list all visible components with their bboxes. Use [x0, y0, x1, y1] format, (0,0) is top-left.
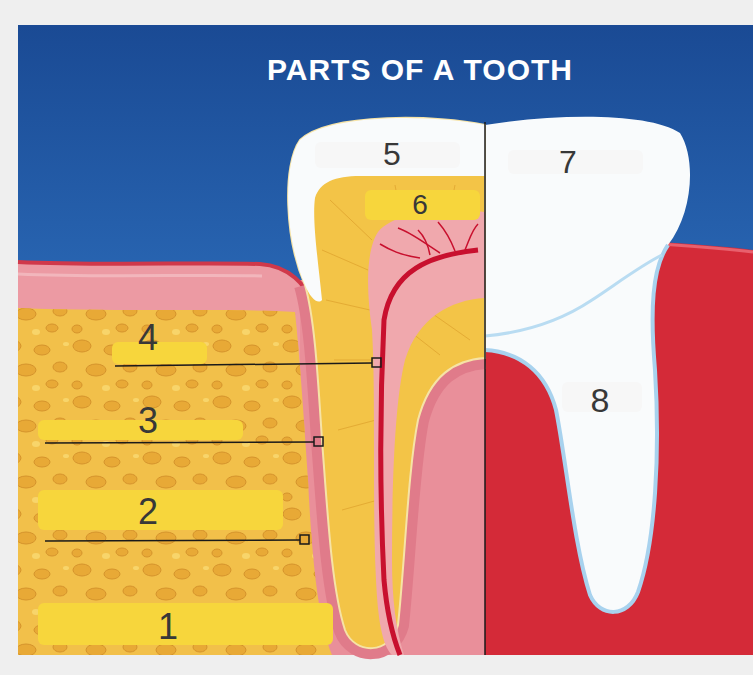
- callout-number: 4: [138, 320, 158, 356]
- label-patch: [38, 490, 283, 530]
- leader-marker: [314, 437, 323, 446]
- callout-number: 8: [591, 383, 610, 417]
- label-patch: [112, 342, 207, 364]
- callout-number: 3: [138, 403, 158, 439]
- gum-edge: [660, 244, 753, 252]
- callout-number: 1: [158, 609, 178, 645]
- pulp: [368, 211, 485, 655]
- diagram-title: PARTS OF A TOOTH: [267, 55, 573, 85]
- sky-panel: [18, 25, 753, 655]
- callout-number: 2: [138, 494, 158, 530]
- label-patch: [365, 190, 480, 220]
- bone-texture: [18, 308, 332, 655]
- nerve-branches: [380, 222, 478, 258]
- tooth-exterior: [485, 117, 690, 612]
- callout-number: 5: [383, 138, 401, 170]
- cementum-line: [485, 255, 662, 336]
- cementum-outline: [485, 245, 668, 612]
- gum-line: [18, 262, 315, 305]
- gum-highlight: [18, 274, 262, 276]
- bone: [18, 308, 332, 655]
- leader-line: [45, 442, 314, 443]
- callout-number: 7: [559, 146, 577, 178]
- leader-line: [45, 540, 300, 541]
- label-patch: [38, 603, 333, 645]
- leader-line: [115, 363, 372, 366]
- leader-marker: [372, 358, 381, 367]
- nerve: [381, 250, 478, 655]
- leader-marker: [300, 535, 309, 544]
- callout-number: 6: [412, 191, 428, 219]
- section-divider: [484, 122, 486, 655]
